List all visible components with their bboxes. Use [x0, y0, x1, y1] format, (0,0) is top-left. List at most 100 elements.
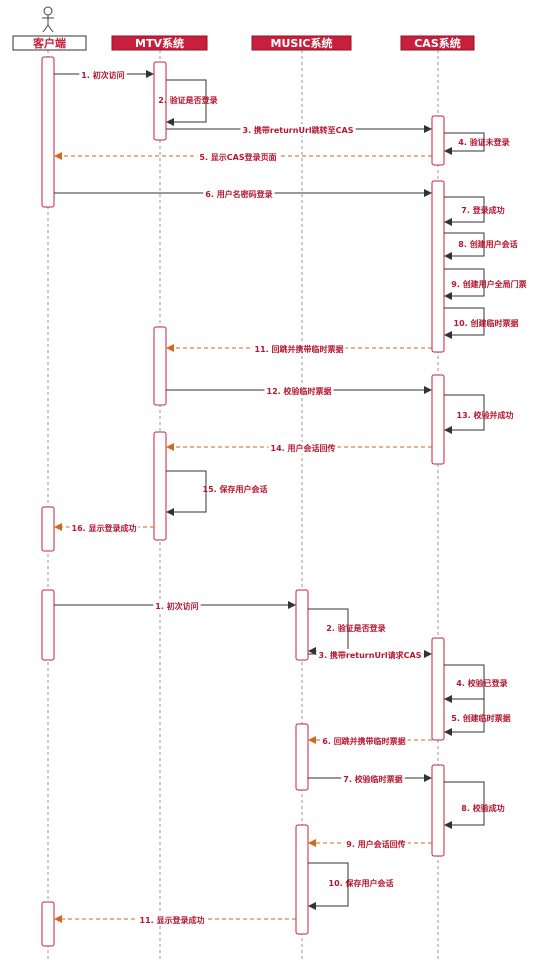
label-backdrop — [137, 914, 207, 926]
participant-music: MUSIC系统 — [251, 35, 352, 51]
message-label: 14. 用户会话回传 — [271, 443, 336, 453]
activation-bar-client — [41, 56, 55, 208]
self-call-arrow — [166, 79, 207, 126]
message-4: 4. 验证未登录 — [444, 132, 510, 155]
message-label: 2. 验证是否登录 — [158, 95, 217, 105]
actor-icon — [42, 6, 54, 33]
message-24: 8. 校验成功 — [444, 781, 505, 829]
message-label: 3. 携带returnUrl请求CAS — [319, 650, 422, 660]
message-label: 4. 验证未登录 — [458, 137, 509, 147]
message-2: 2. 验证是否登录 — [158, 79, 218, 126]
message-label: 11. 回跳并携带临时票据 — [255, 344, 344, 354]
message-label: 5. 显示CAS登录页面 — [199, 152, 276, 162]
activation-bar-client — [41, 589, 55, 661]
self-call-arrow — [444, 781, 485, 829]
message-12: 12. 校验临时票据 — [166, 385, 432, 397]
self-call-arrow — [444, 232, 485, 260]
label-backdrop — [252, 343, 346, 355]
message-label: 16. 显示登录成功 — [72, 523, 137, 533]
activation-bar-client — [41, 506, 55, 552]
message-15: 15. 保存用户会话 — [166, 470, 267, 516]
participant-label: 客户端 — [32, 36, 66, 50]
activation-bar-cas — [431, 637, 445, 741]
message-label: 1. 初次访问 — [81, 70, 124, 80]
message-22: 6. 回跳并携带临时票据 — [308, 735, 432, 747]
label-backdrop — [341, 773, 405, 785]
label-backdrop — [316, 649, 424, 661]
message-label: 1. 初次访问 — [155, 601, 198, 611]
message-20: 4. 校验已登录 — [444, 664, 508, 703]
self-call-arrow — [166, 470, 207, 516]
message-17: 1. 初次访问 — [54, 600, 296, 612]
activation-bar-cas — [431, 374, 445, 465]
label-backdrop — [240, 124, 356, 136]
message-label: 7. 校验临时票据 — [343, 774, 402, 784]
message-label: 13. 校验并成功 — [457, 410, 514, 420]
message-3: 3. 携带returnUrl跳转至CAS — [166, 124, 432, 136]
message-label: 4. 校验已登录 — [456, 678, 507, 688]
message-19: 3. 携带returnUrl请求CAS — [308, 649, 432, 661]
message-25: 9. 用户会话回传 — [308, 838, 432, 850]
self-call-arrow — [444, 307, 485, 339]
message-1: 1. 初次访问 — [54, 69, 154, 81]
label-backdrop — [203, 188, 275, 200]
message-label: 2. 验证是否登录 — [326, 623, 385, 633]
message-label: 10. 保存用户会话 — [329, 878, 394, 888]
message-10: 10. 创建临时票据 — [444, 307, 518, 339]
message-label: 5. 创建临时票据 — [451, 713, 510, 723]
participant-client: 客户端 — [12, 35, 87, 51]
self-call-arrow — [444, 132, 485, 155]
label-backdrop — [69, 522, 139, 534]
message-label: 9. 创建用户全局门票 — [451, 279, 526, 289]
activation-bar-client — [41, 901, 55, 947]
message-6: 6. 用户名密码登录 — [54, 188, 432, 200]
self-call-arrow — [308, 862, 349, 910]
message-7: 7. 登录成功 — [444, 196, 505, 226]
message-label: 8. 校验成功 — [461, 803, 504, 813]
participant-box — [12, 35, 87, 51]
self-call-arrow — [444, 268, 485, 300]
message-11: 11. 回跳并携带临时票据 — [166, 343, 432, 355]
participant-label: MTV系统 — [135, 36, 184, 50]
label-backdrop — [320, 735, 408, 747]
message-label: 6. 用户名密码登录 — [205, 189, 272, 199]
activation-bar-mtv — [153, 431, 167, 541]
label-backdrop — [268, 442, 338, 454]
label-backdrop — [264, 385, 334, 397]
activation-bar-music — [295, 723, 309, 791]
message-8: 8. 创建用户会话 — [444, 232, 518, 260]
message-16: 16. 显示登录成功 — [54, 522, 154, 534]
activation-bar-cas — [431, 180, 445, 353]
self-call-arrow — [444, 698, 485, 736]
label-backdrop — [344, 838, 408, 850]
message-label: 8. 创建用户会话 — [458, 239, 517, 249]
message-9: 9. 创建用户全局门票 — [444, 268, 527, 300]
activation-bar-mtv — [153, 61, 167, 141]
message-label: 9. 用户会话回传 — [346, 839, 405, 849]
label-backdrop — [153, 600, 201, 612]
participant-box — [111, 35, 208, 51]
message-21: 5. 创建临时票据 — [444, 698, 511, 736]
message-label: 3. 携带returnUrl跳转至CAS — [243, 125, 354, 135]
activation-bar-music — [295, 824, 309, 935]
message-label: 6. 回跳并携带临时票据 — [322, 736, 405, 746]
participant-cas: CAS系统 — [400, 35, 475, 51]
participant-label: MUSIC系统 — [271, 36, 333, 50]
message-18: 2. 验证是否登录 — [308, 608, 386, 655]
self-call-arrow — [444, 196, 485, 226]
message-26: 10. 保存用户会话 — [308, 862, 394, 910]
message-23: 7. 校验临时票据 — [308, 773, 432, 785]
message-14: 14. 用户会话回传 — [166, 442, 432, 454]
message-13: 13. 校验并成功 — [444, 394, 514, 434]
label-backdrop — [79, 69, 127, 81]
participant-box — [400, 35, 475, 51]
activation-bar-cas — [431, 115, 445, 166]
label-backdrop — [197, 151, 279, 163]
message-5: 5. 显示CAS登录页面 — [54, 151, 432, 163]
participant-box — [251, 35, 352, 51]
activation-bar-music — [295, 589, 309, 661]
message-label: 11. 显示登录成功 — [140, 915, 205, 925]
self-call-arrow — [444, 394, 485, 434]
